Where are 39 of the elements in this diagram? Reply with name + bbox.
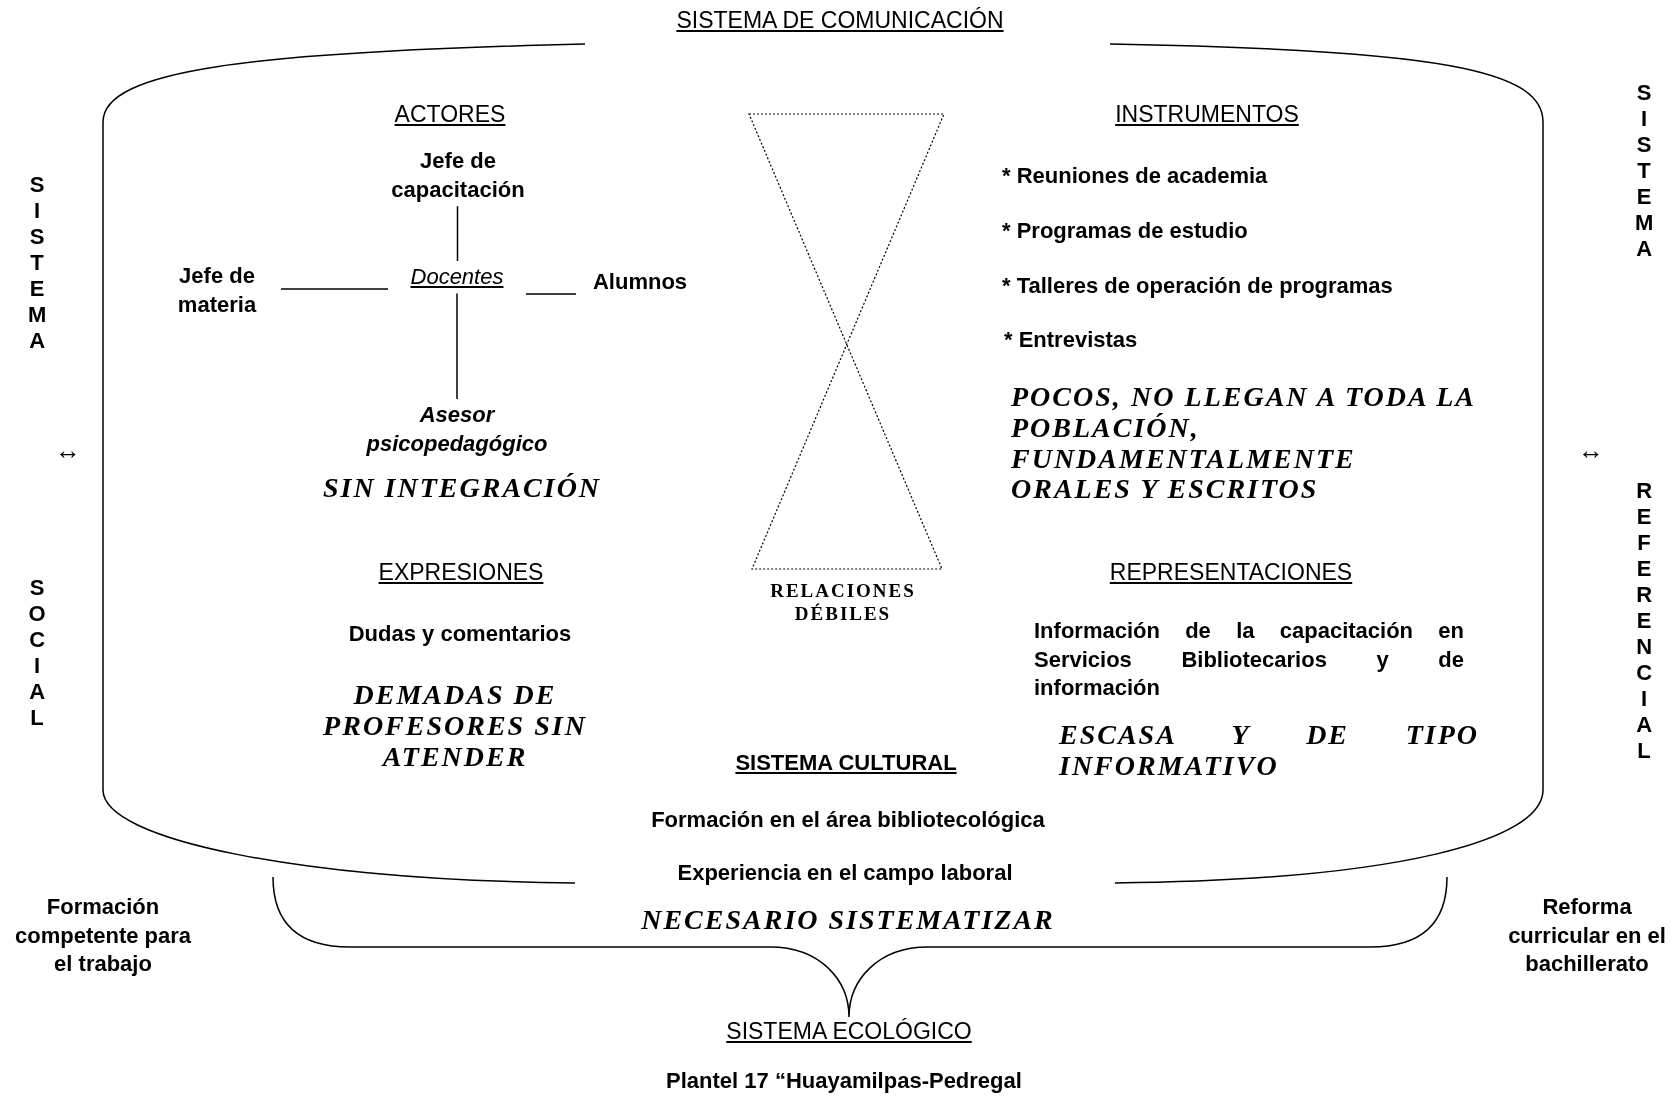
- body-text: Experiencia en el campo laboral: [676, 859, 1014, 887]
- assessment-note: DEMADAS DE PROFESORES SIN ATENDER: [322, 680, 588, 773]
- section-heading: INSTRUMENTOS: [1114, 100, 1300, 129]
- list-item: * Programas de estudio: [1002, 217, 1249, 245]
- assessment-note: SIN INTEGRACIÓN: [321, 473, 603, 504]
- double-arrow-sign: ↔: [1577, 434, 1605, 467]
- body-text: Formación en el área bibliotecológica: [650, 806, 1046, 834]
- side-note: Reforma curricular en el bachillerato: [1507, 893, 1667, 979]
- connector-line: [456, 205, 459, 262]
- section-heading: SISTEMA ECOLÓGICO: [725, 1017, 973, 1046]
- title-heading: SISTEMA DE COMUNICACIÓN: [675, 6, 1005, 35]
- hourglass-caption: RELACIONES DÉBILES: [769, 580, 917, 626]
- section-heading: ACTORES: [393, 100, 507, 129]
- vertical-label: REFERENCIAL: [1630, 478, 1658, 764]
- double-arrow-sign: ↔: [54, 434, 82, 467]
- vertical-label: SISTEMA: [23, 172, 51, 354]
- body-text: Información de la capacitación en Servicios Bibliotecarios y de información: [1034, 617, 1464, 703]
- actor-label: Alumnos: [580, 268, 700, 297]
- list-item: * Talleres de operación de programas: [1002, 272, 1394, 300]
- actor-label: Jefe de capacitación: [363, 147, 553, 205]
- section-heading: REPRESENTACIONES: [1108, 558, 1354, 587]
- assessment-note: ESCASA Y DE TIPO INFORMATIVO: [1059, 720, 1479, 782]
- actor-label: Docentes: [392, 263, 522, 292]
- actor-label: Jefe de materia: [157, 262, 277, 320]
- vertical-label: SISTEMA: [1630, 80, 1658, 262]
- connector-line: [456, 292, 458, 400]
- list-item: * Reuniones de academia: [1002, 162, 1269, 190]
- body-text: Dudas y comentarios: [347, 620, 573, 648]
- connector-line: [280, 288, 389, 290]
- side-note: Formación competente para el trabajo: [13, 893, 193, 979]
- vertical-label: SOCIAL: [23, 575, 51, 731]
- assessment-note: POCOS, NO LLEGAN A TODA LA POBLACIÓN, FUNDAMENTALMENTE ORALES Y ESCRITOS: [1011, 382, 1476, 506]
- assessment-note: NECESARIO SISTEMATIZAR: [640, 905, 1056, 936]
- section-heading: EXPRESIONES: [377, 558, 545, 587]
- actor-label: Asesor psicopedagógico: [337, 401, 577, 459]
- connector-line: [525, 293, 577, 295]
- section-heading: SISTEMA CULTURAL: [734, 749, 958, 777]
- list-item: * Entrevistas: [1004, 326, 1139, 354]
- footer-text: Plantel 17 “Huayamilpas-Pedregal: [665, 1067, 1023, 1095]
